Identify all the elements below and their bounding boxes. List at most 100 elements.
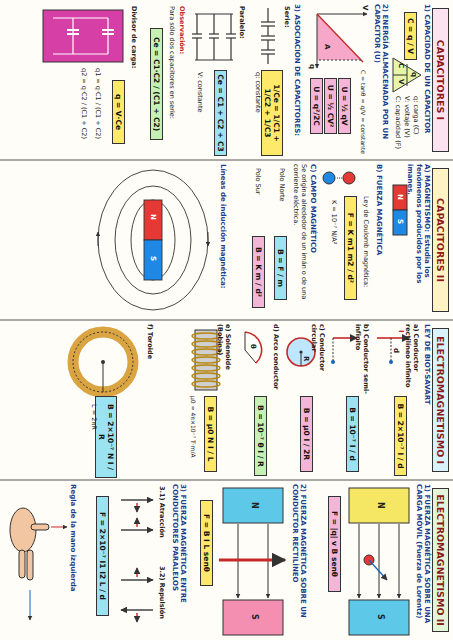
parallel-conductors xyxy=(121,500,153,622)
section-label: e) Solenoide (Bobina) xyxy=(215,324,231,396)
note-label: V: voltaje (V) xyxy=(402,96,410,158)
note-label: V: constante xyxy=(195,72,203,152)
energy-graph xyxy=(317,14,367,15)
section-label: C) CAMPO MAGNÉTICO xyxy=(309,164,317,314)
magnet-pair xyxy=(219,559,285,562)
node-text: B = μ0 I / 2R xyxy=(302,400,311,468)
section-label: N xyxy=(396,194,404,206)
infinite-wire xyxy=(377,338,409,364)
section-header: CAPACITORES I xyxy=(432,8,449,152)
formula-box: B = K m / d² xyxy=(252,236,265,308)
section-label: 1) FUERZA MAGNÉTICA SOBRE UNA CARGA MÓVI… xyxy=(414,484,431,636)
series-circuit xyxy=(267,54,268,64)
section-label: Observación: xyxy=(177,6,185,76)
section-label: q xyxy=(410,72,418,80)
node-text: q = V·Ce xyxy=(114,84,123,140)
magnet-pair xyxy=(349,488,409,635)
section-label: S xyxy=(149,256,157,268)
section-label: LEY DE BIOT-SAVART xyxy=(423,324,431,474)
arc-conductor xyxy=(245,332,246,350)
magnet-pair xyxy=(349,488,409,523)
semi-infinite-wire xyxy=(331,360,335,364)
section-label: 3) ASOCIACIÓN DE CAPACITORES: xyxy=(293,4,301,154)
note-label: C = tanθ = q/V = constante xyxy=(360,70,367,160)
charge-divider xyxy=(102,29,114,31)
left-hand xyxy=(51,527,67,528)
solenoid xyxy=(192,357,220,363)
formula-box: 1/Ce = 1/C1 + 1/C2 + 1/C3 xyxy=(261,70,283,156)
formula-box: C = q / V xyxy=(404,12,417,60)
note-label: Ley de Coulomb magnética: xyxy=(361,196,369,316)
parallel-circuit xyxy=(230,38,231,60)
section-label: I xyxy=(397,330,405,340)
node-text: B = 2×10⁻⁷ N I / R xyxy=(97,400,115,474)
charge-divider xyxy=(43,10,123,62)
parallel-conductors xyxy=(121,529,153,530)
section-label: c) Conductor circular xyxy=(309,324,325,396)
section-label: A xyxy=(323,44,331,54)
formula-box: q = V·Ce xyxy=(112,80,125,144)
parallel-circuit xyxy=(213,38,214,60)
parallel-circuit xyxy=(192,14,236,60)
column-separator xyxy=(0,320,453,321)
section-label: V xyxy=(361,5,369,15)
parallel-circuit xyxy=(192,33,202,34)
left-hand xyxy=(31,524,49,530)
section-label: Divisor de carga: xyxy=(129,6,137,106)
pole-pair xyxy=(323,172,355,184)
node-text: F = K m1 m2 / d² xyxy=(346,200,355,296)
parallel-circuit xyxy=(196,38,197,60)
formula-box: U = ½ CV² xyxy=(324,78,337,134)
section-label: 1) CAPACIDAD DE UN CAPACITOR xyxy=(423,4,431,154)
node-text: B = 10⁻⁷ θ I / R xyxy=(256,400,265,472)
note-label: q2 = q·C2 / (C1 + C2) xyxy=(79,68,87,158)
section-label: d xyxy=(392,348,400,358)
section-label: A) MAGNETISMO: Estudia los fenómenos pro… xyxy=(406,164,431,316)
charge-divider xyxy=(67,33,79,35)
section-label: d) Arco conductor xyxy=(271,324,279,396)
semi-infinite-wire xyxy=(331,338,357,364)
charge-divider xyxy=(53,18,108,19)
node-text: B = μ0 N I / L xyxy=(206,400,215,468)
node-text: CAPACITORES II xyxy=(435,172,446,308)
parallel-conductors xyxy=(121,609,153,610)
section-label: S xyxy=(249,614,259,626)
section-label: Líneas de inducción magnética: xyxy=(219,164,227,314)
magnet-pair xyxy=(349,600,409,635)
left-hand xyxy=(27,550,33,580)
parallel-conductors xyxy=(136,518,137,527)
section-label: Serie: xyxy=(282,6,290,46)
formula-box: B = F / m xyxy=(274,236,287,300)
field-lines xyxy=(98,232,99,246)
charge-divider xyxy=(67,29,79,31)
parallel-conductors xyxy=(136,503,137,512)
node-text: U = ½ CV² xyxy=(326,82,335,130)
field-lines xyxy=(131,200,175,280)
arc-conductor xyxy=(245,350,256,363)
node-text: B = F / m xyxy=(276,240,285,296)
note-label: q: constante xyxy=(253,72,261,152)
column-separator xyxy=(0,480,453,481)
section-label: f) Toroide xyxy=(145,324,153,396)
note-label: Se origina alrededor de un imán o de una… xyxy=(291,164,307,316)
bar-magnet xyxy=(393,185,407,235)
column-separator xyxy=(0,160,453,161)
series-circuit xyxy=(261,8,275,64)
parallel-conductors xyxy=(136,613,137,622)
section-label: 3.1) Atracción xyxy=(157,486,165,556)
node-text: ELECTROMAGNETISMO I xyxy=(435,332,446,468)
note-label: μ0 = 4π×10⁻⁷ T·m/A xyxy=(190,396,197,478)
magnet-pair xyxy=(379,524,380,598)
parallel-conductors xyxy=(121,499,153,500)
node-text: F = B I L senθ xyxy=(202,504,211,582)
node-text: F = 2×10⁻⁷ I1 I2 L / d xyxy=(98,500,107,612)
magnet-pair xyxy=(369,560,387,580)
section-label: q xyxy=(308,64,316,74)
section-label: a) Conductor rectilíneo infinito xyxy=(403,324,419,396)
solenoid xyxy=(192,341,220,347)
formula-triangle xyxy=(393,58,421,92)
section-label: N xyxy=(375,502,385,514)
section-label: Paralelo: xyxy=(237,6,245,46)
solenoid xyxy=(192,333,220,387)
section-label: N xyxy=(149,214,157,226)
